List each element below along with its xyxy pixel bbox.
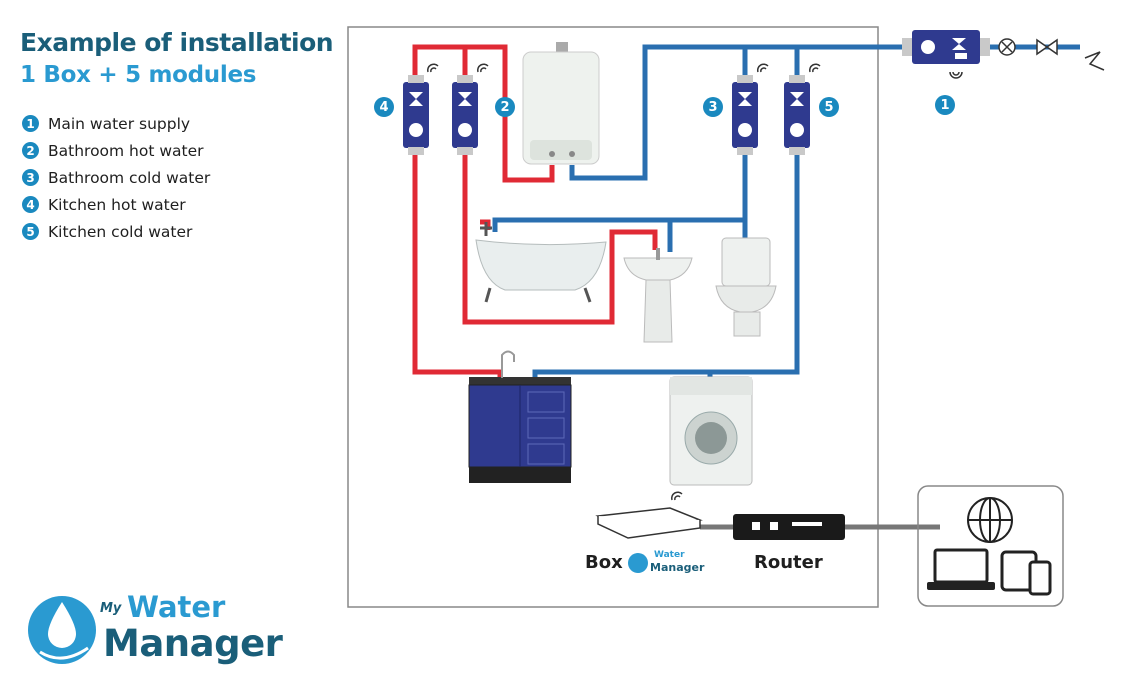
logo-water: Water <box>127 590 226 624</box>
page-subtitle: 1 Box + 5 modules <box>20 62 257 88</box>
water-manager-box <box>595 491 703 573</box>
module-number-3: 3 <box>703 97 723 117</box>
legend-item: 5 Kitchen cold water <box>22 218 210 245</box>
legend-item: 4 Kitchen hot water <box>22 191 210 218</box>
logo-manager: Manager <box>103 622 283 665</box>
module-2 <box>452 63 489 155</box>
module-4 <box>403 63 439 155</box>
legend-number: 2 <box>22 142 39 159</box>
legend-item: 2 Bathroom hot water <box>22 137 210 164</box>
router-label: Router <box>754 552 823 573</box>
module-number-1: 1 <box>935 95 955 115</box>
legend-number: 1 <box>22 115 39 132</box>
boiler <box>522 42 600 165</box>
legend-label: Main water supply <box>48 114 191 133</box>
box-label: Box <box>585 552 623 573</box>
router <box>733 514 845 540</box>
module-3 <box>732 63 769 155</box>
module-5 <box>784 63 821 155</box>
water-drop-logo-icon <box>28 596 96 664</box>
washbasin <box>623 248 693 343</box>
legend-item: 3 Bathroom cold water <box>22 164 210 191</box>
module-number-2: 2 <box>495 97 515 117</box>
mini-logo-water: Water <box>654 550 685 560</box>
legend-label: Kitchen hot water <box>48 195 186 214</box>
page-title: Example of installation <box>20 28 334 57</box>
legend-number: 4 <box>22 196 39 213</box>
legend-number: 5 <box>22 223 39 240</box>
legend-item: 1 Main water supply <box>22 110 210 137</box>
toilet <box>715 237 777 337</box>
legend-label: Bathroom hot water <box>48 141 204 160</box>
connected-devices <box>917 485 1064 607</box>
bathtub <box>475 222 607 303</box>
logo-my: My <box>100 601 122 616</box>
module-number-4: 4 <box>374 97 394 117</box>
legend-label: Kitchen cold water <box>48 222 193 241</box>
module-1 <box>902 30 1105 79</box>
legend-number: 3 <box>22 169 39 186</box>
washing-machine <box>669 376 753 486</box>
mini-logo-manager: Manager <box>650 561 705 574</box>
legend: 1 Main water supply 2 Bathroom hot water… <box>22 110 210 245</box>
kitchen-cabinet <box>468 350 572 483</box>
legend-label: Bathroom cold water <box>48 168 211 187</box>
module-number-5: 5 <box>819 97 839 117</box>
house-outline <box>347 26 879 608</box>
